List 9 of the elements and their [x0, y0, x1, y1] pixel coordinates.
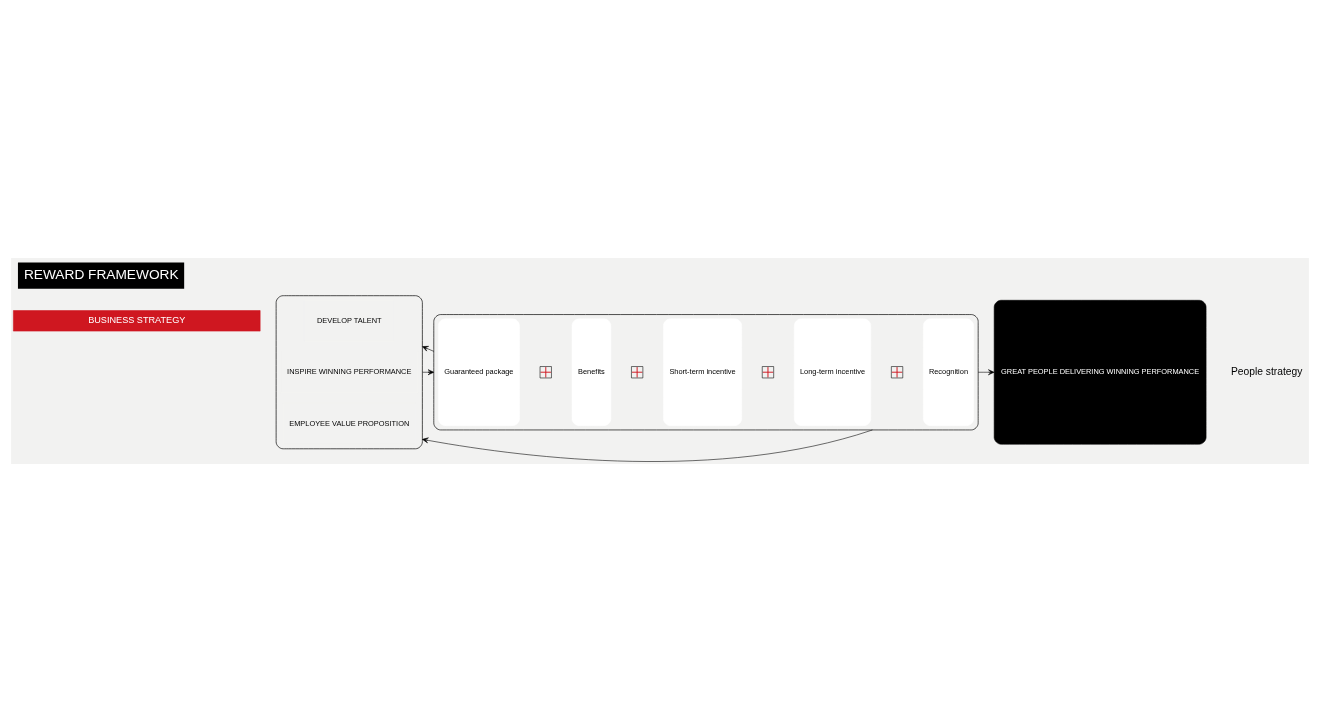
arrow	[977, 369, 995, 376]
arrow	[422, 429, 873, 462]
label: People strategy	[1230, 365, 1303, 377]
cluster	[275, 295, 423, 450]
arrow	[422, 346, 435, 352]
arrow	[422, 369, 435, 376]
diagram-title: REWARD FRAMEWORK	[23, 267, 179, 283]
cluster	[433, 314, 979, 431]
node-box: BUSINESS STRATEGY	[13, 310, 261, 332]
